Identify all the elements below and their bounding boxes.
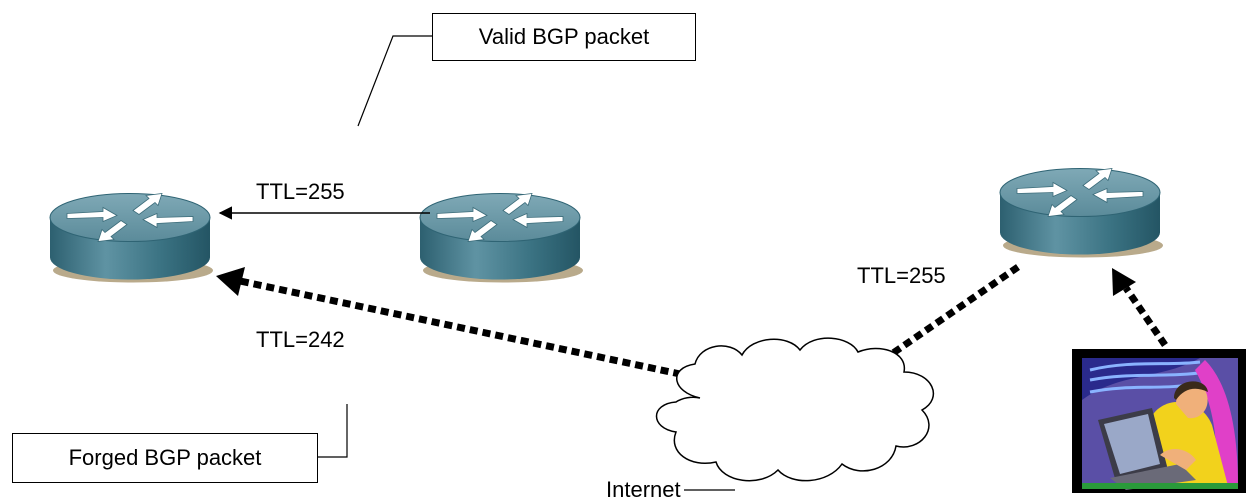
attacker-arrow — [1123, 286, 1168, 347]
attacker-arrowhead — [1112, 268, 1136, 296]
router-icon — [419, 192, 584, 284]
ttl-forged-sent-label: TTL=255 — [857, 263, 946, 288]
ttl-valid-label: TTL=255 — [256, 179, 345, 204]
cloud-icon — [655, 337, 934, 482]
forged-callout-leader — [318, 404, 348, 458]
internet-label: Internet — [606, 477, 681, 502]
router-icon — [49, 192, 214, 284]
forged-bgp-packet-callout: Forged BGP packet — [12, 433, 318, 483]
router-icon — [999, 167, 1164, 259]
ttl-forged-received-label: TTL=242 — [256, 327, 345, 352]
valid-bgp-packet-callout: Valid BGP packet — [432, 13, 696, 61]
valid-callout-leader — [357, 35, 432, 127]
forged-bgp-arrow — [239, 277, 733, 389]
forged-arrowhead — [216, 267, 245, 296]
forged-origin-arrow — [878, 264, 1020, 365]
attacker-clipart-icon — [1072, 349, 1246, 493]
